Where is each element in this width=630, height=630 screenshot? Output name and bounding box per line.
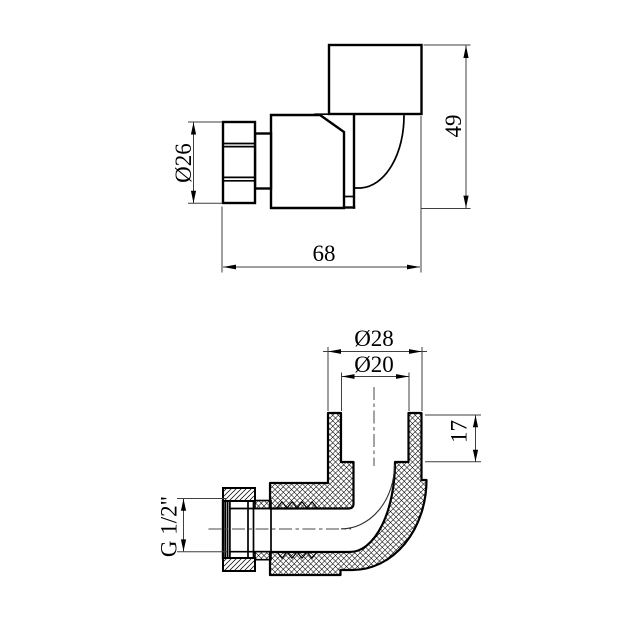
nut-flange-bottom [222,557,256,572]
elbow-arc [353,115,405,189]
fitting-body [269,113,346,210]
section-view: Ø28 Ø20 17 G 1/2" [157,326,481,577]
nut-hex-flats [222,142,256,182]
thread-zigzag-bottom [276,551,318,560]
male-thread-bottom [254,550,272,561]
dim-label-length: 68 [313,241,336,266]
dimension-bore: Ø20 [341,352,410,411]
dimension-thread: G 1/2" [157,496,227,557]
collar [253,132,273,190]
floor-fillet-left [348,462,354,467]
side-view: Ø26 68 49 [171,43,471,273]
union-nut [221,120,257,205]
dim-label-thread: G 1/2" [157,496,182,557]
section-left-wall [268,411,355,510]
floor-fillet-right [395,462,400,467]
dimension-length: 68 [221,116,422,273]
dim-label-nut-od: Ø26 [171,143,196,183]
thread-zigzag-top [276,500,318,509]
tube-lines [229,500,272,559]
dim-label-height: 49 [441,115,466,138]
nut-flange-top [222,487,256,502]
dim-label-bore: Ø20 [354,352,394,377]
dimension-socket-depth: 17 [425,414,481,463]
dimension-height: 49 [421,44,471,209]
dimension-nut-od: Ø26 [171,121,223,204]
section-right-wall [268,411,428,577]
socket-outline [327,43,423,116]
section-nut [221,487,256,572]
bore-silhouette-arc [340,464,396,530]
dimension-socket-od: Ø28 [323,326,427,411]
dim-label-socket-od: Ø28 [354,326,394,351]
dim-label-socket-depth: 17 [447,420,472,443]
male-thread-top [254,499,272,510]
